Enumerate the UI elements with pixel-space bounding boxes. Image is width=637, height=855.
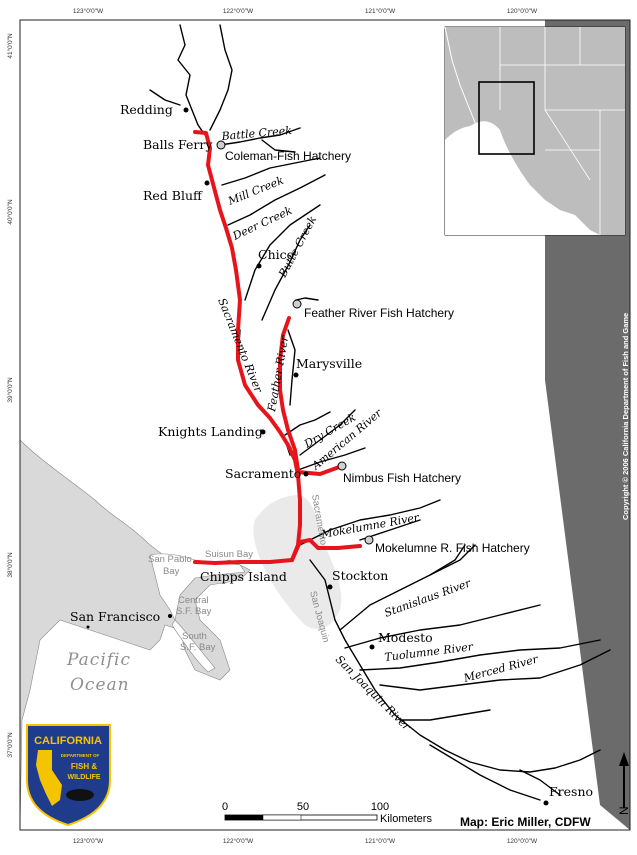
water-central-sf-2: S.F. Bay xyxy=(176,606,212,617)
scale-unit: Kilometers xyxy=(380,813,432,825)
logo-line3: FISH & xyxy=(71,762,97,771)
city-fresno: Fresno xyxy=(549,784,593,799)
lat-label-41: 41°0'0"N xyxy=(6,33,14,59)
map-frame xyxy=(19,19,631,831)
hatchery-mokelumne: Mokelumne R. Fish Hatchery xyxy=(375,541,530,555)
water-san-pablo-1: San Pablo xyxy=(148,554,192,565)
city-stockton: Stockton xyxy=(332,568,388,583)
lon-label-121-bottom: 121°0'0"W xyxy=(365,837,396,845)
lon-label-122: 122°0'0"W xyxy=(223,7,254,15)
hatchery-nimbus: Nimbus Fish Hatchery xyxy=(343,471,461,485)
water-south-sf-2: S.F. Bay xyxy=(180,642,216,653)
city-chico: Chico xyxy=(258,247,294,262)
lon-label-120: 120°0'0"W xyxy=(507,7,538,15)
water-suisun-bay: Suisun Bay xyxy=(205,549,253,560)
hatchery-coleman: Coleman-Fish Hatchery xyxy=(225,149,351,163)
lon-label-123-bottom: 123°0'0"W xyxy=(73,837,104,845)
scale-tick-50: 50 xyxy=(297,801,309,813)
water-central-sf-1: Central xyxy=(178,595,209,606)
cdfw-logo: CALIFORNIA DEPARTMENT OF FISH & WILDLIFE xyxy=(26,724,111,827)
city-markers xyxy=(86,107,549,806)
lon-label-122-bottom: 122°0'0"W xyxy=(223,837,254,845)
lon-label-123: 123°0'0"W xyxy=(73,7,104,15)
water-pacific-1: Pacific xyxy=(66,650,131,670)
south-bay xyxy=(171,619,216,673)
lon-label-120-bottom: 120°0'0"W xyxy=(507,837,538,845)
scale-bar: 0 50 100 Kilometers xyxy=(222,801,433,825)
city-redding: Redding xyxy=(120,102,173,117)
lat-label-38: 38°0'0"N xyxy=(6,552,14,578)
coordinate-labels: 123°0'0"W 122°0'0"W 121°0'0"W 120°0'0"W … xyxy=(6,7,538,845)
scale-tick-0: 0 xyxy=(222,801,228,813)
water-south-sf-1: South xyxy=(182,631,207,642)
city-knights-landing: Knights Landing xyxy=(158,424,263,439)
city-sacramento: Sacramento xyxy=(225,466,301,481)
water-pacific-2: Ocean xyxy=(70,675,130,695)
city-san-francisco: San Francisco xyxy=(70,609,160,624)
hatchery-markers xyxy=(216,140,374,545)
copyright-text: Copyright © 2006 California Department o… xyxy=(621,313,630,520)
city-modesto: Modesto xyxy=(378,630,433,645)
logo-line4: WILDLIFE xyxy=(67,774,100,781)
city-balls-ferry: Balls Ferry xyxy=(143,137,213,152)
map-credit: Map: Eric Miller, CDFW xyxy=(460,815,591,829)
salmon-route xyxy=(193,130,362,565)
lat-label-39: 39°0'0"N xyxy=(6,377,14,403)
hatchery-feather: Feather River Fish Hatchery xyxy=(304,306,454,320)
logo-line1: CALIFORNIA xyxy=(34,735,102,747)
water-san-pablo-2: Bay xyxy=(163,566,180,577)
san-pablo-bay xyxy=(149,553,246,621)
river-battle-creek: Battle Creek xyxy=(220,124,293,143)
california-state-icon xyxy=(36,750,62,806)
bear-icon xyxy=(66,789,94,801)
city-chipps-island: Chipps Island xyxy=(200,569,287,584)
inset-locator-map xyxy=(444,26,626,236)
logo-line2: DEPARTMENT OF xyxy=(61,753,100,758)
north-arrow-label: N xyxy=(617,806,631,815)
city-marysville: Marysville xyxy=(296,356,362,371)
lat-label-40: 40°0'0"N xyxy=(6,199,14,225)
city-red-bluff: Red Bluff xyxy=(143,188,203,203)
lat-label-37: 37°0'0"N xyxy=(6,732,14,758)
lon-label-121: 121°0'0"W xyxy=(365,7,396,15)
north-arrow: N xyxy=(617,752,631,815)
scale-tick-100: 100 xyxy=(371,801,389,813)
delta-area xyxy=(253,495,342,630)
